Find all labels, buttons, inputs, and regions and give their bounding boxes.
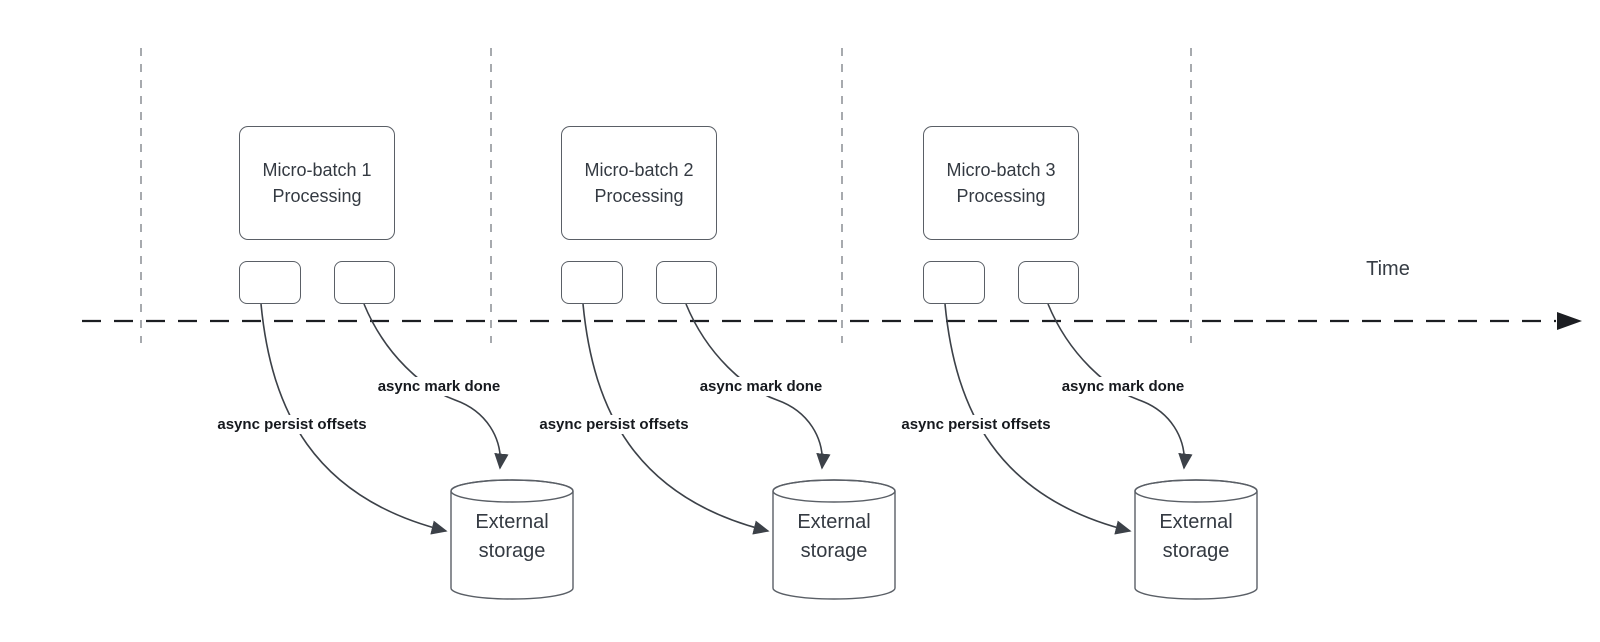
external-storage-label: External storage	[1135, 508, 1257, 566]
mark-done-arrow	[363, 303, 509, 470]
persist-offsets-label: async persist offsets	[880, 415, 1072, 434]
done-task-box	[1018, 261, 1079, 304]
persist-offsets-arrow	[944, 303, 1132, 535]
processing-box-title-line2: Processing	[272, 186, 362, 206]
external-storage-label-line1: External	[1159, 511, 1233, 533]
cylinder-top-ellipse	[450, 479, 574, 503]
flow-group-3	[944, 303, 1258, 600]
mark-done-label: async mark done	[364, 377, 514, 396]
offset-task-box	[239, 261, 301, 304]
processing-box-title-line1: Micro-batch 1	[262, 160, 372, 180]
processing-box-title: Micro-batch 3 Processing	[946, 157, 1055, 209]
external-storage-label-line2: storage	[800, 540, 868, 562]
offset-task-box	[923, 261, 985, 304]
processing-box-title-line1: Micro-batch 3	[946, 160, 1056, 180]
external-storage-label-line2: storage	[478, 540, 546, 562]
mark-done-arrow	[685, 303, 831, 470]
mark-done-arrow	[1047, 303, 1193, 470]
offset-task-box	[561, 261, 623, 304]
external-storage-label-line1: External	[797, 511, 871, 533]
cylinder-top-ellipse	[1134, 479, 1258, 503]
processing-box-title-line1: Micro-batch 2	[584, 160, 694, 180]
mark-done-label: async mark done	[1048, 377, 1198, 396]
flow-group-1	[260, 303, 574, 600]
persist-offsets-arrow	[260, 303, 448, 535]
processing-box-title-line2: Processing	[594, 186, 684, 206]
processing-box-title: Micro-batch 2 Processing	[584, 157, 693, 209]
external-storage-label: External storage	[773, 508, 895, 566]
external-storage-label-line1: External	[475, 511, 549, 533]
done-task-box	[656, 261, 717, 304]
processing-box-title: Micro-batch 1 Processing	[262, 157, 371, 209]
external-storage-label-line2: storage	[1162, 540, 1230, 562]
processing-box: Micro-batch 2 Processing	[561, 126, 717, 240]
mark-done-label: async mark done	[686, 377, 836, 396]
done-task-box	[334, 261, 395, 304]
persist-offsets-arrow	[582, 303, 770, 535]
time-axis-label: Time	[1366, 258, 1410, 280]
flow-group-2	[582, 303, 896, 600]
external-storage-label: External storage	[451, 508, 573, 566]
processing-box: Micro-batch 3 Processing	[923, 126, 1079, 240]
processing-box: Micro-batch 1 Processing	[239, 126, 395, 240]
persist-offsets-label: async persist offsets	[196, 415, 388, 434]
processing-box-title-line2: Processing	[956, 186, 1046, 206]
cylinder-top-ellipse	[772, 479, 896, 503]
persist-offsets-label: async persist offsets	[518, 415, 710, 434]
time-axis-arrowhead	[1557, 312, 1582, 330]
